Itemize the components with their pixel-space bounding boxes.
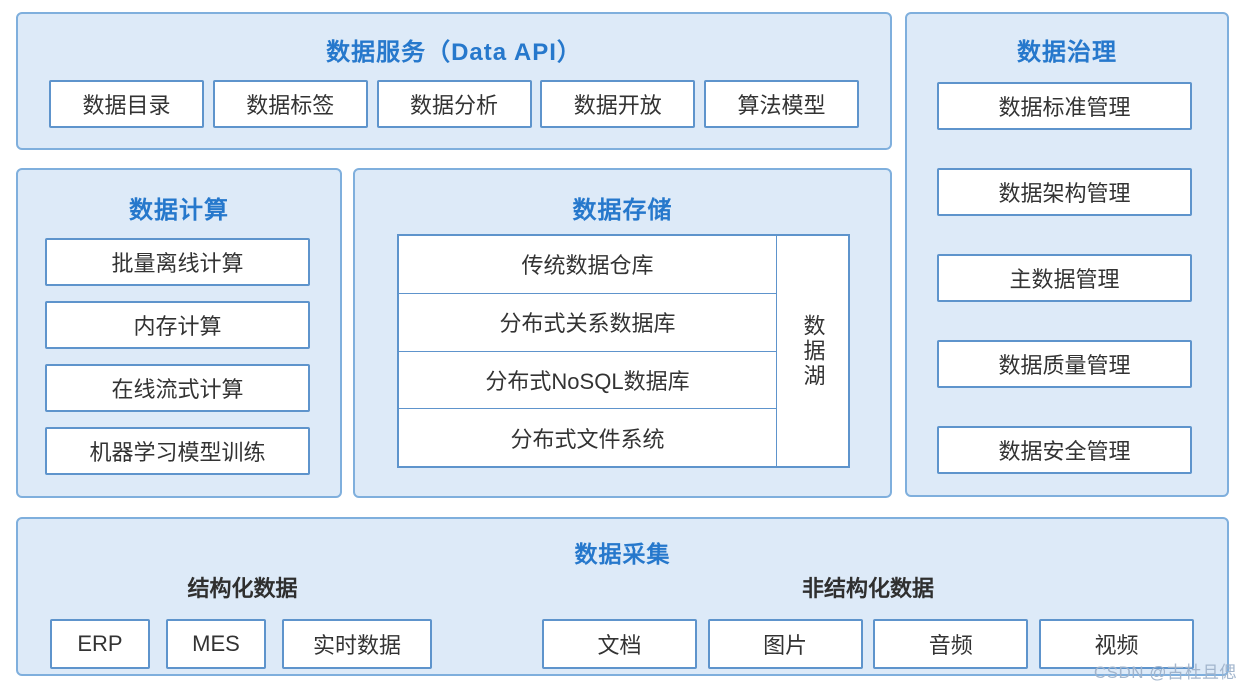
storage-row-nosql-db: 分布式NoSQL数据库 (399, 352, 776, 410)
panel-title-data-collection: 数据采集 (574, 541, 671, 567)
compute-box-in-memory: 内存计算 (45, 301, 310, 349)
group-label-unstructured: 非结构化数据 (801, 576, 934, 601)
collection-box-image: 图片 (707, 619, 863, 669)
collection-box-realtime: 实时数据 (282, 619, 432, 669)
storage-row-distributed-fs: 分布式文件系统 (510, 426, 665, 452)
collection-group-unstructured: 非结构化数据 文档 图片 音频 视频 (542, 571, 1194, 669)
storage-row-group: 传统数据仓库 分布式关系数据库 分布式NoSQL数据库 分布式文件系统 (399, 236, 776, 466)
governance-box-architecture: 数据架构管理 (937, 168, 1192, 216)
service-box-data-analysis: 数据分析 (376, 80, 532, 128)
compute-box-stream: 在线流式计算 (45, 364, 310, 412)
compute-box-stack: 批量离线计算 内存计算 在线流式计算 机器学习模型训练 (45, 238, 310, 475)
compute-box-ml-training: 机器学习模型训练 (45, 427, 310, 475)
panel-data-service: 数据服务（Data API） 数据目录 数据标签 数据分析 数据开放 算法模型 (16, 12, 892, 150)
service-box-row: 数据目录 数据标签 数据分析 数据开放 算法模型 (18, 80, 890, 128)
governance-box-security-mgmt: 数据安全管理 (937, 426, 1192, 474)
panel-title-data-service: 数据服务（Data API） (326, 39, 582, 66)
governance-box-stack: 数据标准管理 数据架构管理 主数据管理 数据质量管理 数据安全管理 (937, 82, 1192, 474)
collection-group-structured: 结构化数据 ERP MES 实时数据 (50, 571, 435, 669)
structured-box-row: ERP MES 实时数据 (50, 619, 435, 669)
panel-data-collection: 数据采集 结构化数据 ERP MES 实时数据 非结构化数据 文档 图片 音频 … (16, 517, 1229, 676)
collection-box-erp: ERP (50, 619, 150, 669)
watermark: CSDN @古杜且偲 (1093, 663, 1237, 682)
panel-data-compute: 数据计算 批量离线计算 内存计算 在线流式计算 机器学习模型训练 (16, 168, 342, 498)
service-box-data-label: 数据标签 (212, 80, 368, 128)
governance-box-standard-mgmt: 数据标准管理 (937, 82, 1192, 130)
panel-title-data-storage: 数据存储 (572, 197, 673, 224)
unstructured-box-row: 文档 图片 音频 视频 (542, 619, 1194, 669)
storage-table: 传统数据仓库 分布式关系数据库 分布式NoSQL数据库 分布式文件系统 数据湖 (397, 234, 850, 468)
storage-row-distributed-rdb: 分布式关系数据库 (399, 294, 776, 352)
collection-box-document: 文档 (542, 619, 697, 669)
collection-box-video: 视频 (1038, 619, 1194, 669)
collection-box-mes: MES (166, 619, 266, 669)
storage-row-traditional-dw: 传统数据仓库 (399, 236, 776, 294)
governance-box-master-data: 主数据管理 (937, 254, 1192, 302)
panel-data-storage: 数据存储 传统数据仓库 分布式关系数据库 分布式NoSQL数据库 分布式文件系统… (353, 168, 892, 498)
compute-box-batch-offline: 批量离线计算 (45, 238, 310, 286)
service-box-data-catalog: 数据目录 (49, 80, 204, 128)
service-box-data-open: 数据开放 (540, 80, 696, 128)
storage-side-data-lake: 数据湖 (776, 236, 848, 466)
panel-title-data-governance: 数据治理 (1017, 39, 1117, 66)
panel-title-data-compute: 数据计算 (129, 197, 229, 224)
collection-box-audio: 音频 (873, 619, 1029, 669)
panel-data-governance: 数据治理 数据标准管理 数据架构管理 主数据管理 数据质量管理 数据安全管理 (905, 12, 1229, 497)
service-box-algo-model: 算法模型 (704, 80, 859, 128)
group-label-structured: 结构化数据 (187, 576, 298, 601)
governance-box-quality-mgmt: 数据质量管理 (937, 340, 1192, 388)
